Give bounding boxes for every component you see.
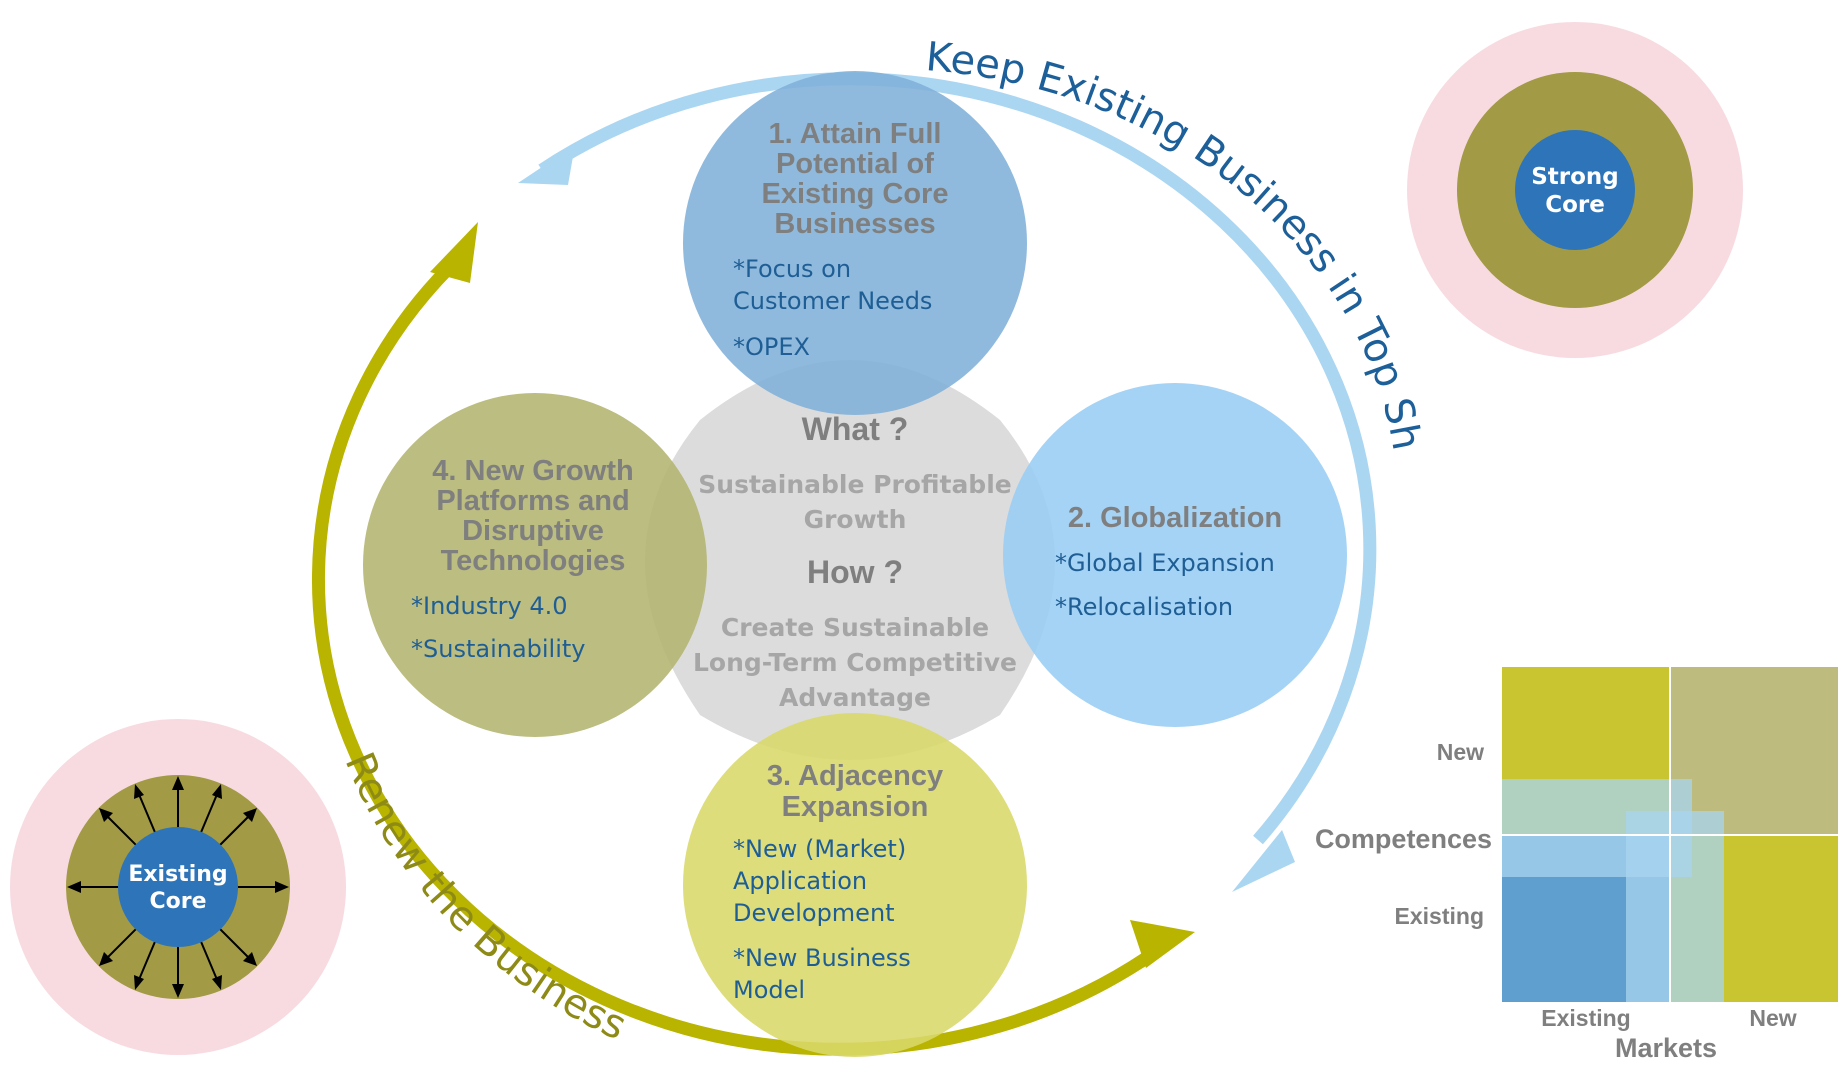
- center-text: What ? Sustainable Profitable Growth How…: [693, 411, 1017, 712]
- circle-new-growth: [363, 393, 707, 737]
- circle-core-business-text: 1. Attain Full Potential of Existing Cor…: [733, 118, 948, 361]
- circle-item: *New (Market): [733, 835, 906, 863]
- circle-title-line: 3. Adjacency: [767, 760, 943, 792]
- matrix-y-axis-label: Competences: [1315, 824, 1492, 854]
- circle-item: *New Business: [733, 944, 911, 972]
- circle-item: Development: [733, 899, 895, 927]
- circle-adjacency: [683, 713, 1027, 1057]
- matrix-cell-new-new: [1670, 667, 1838, 835]
- what-text-line: Growth: [804, 505, 907, 534]
- what-text-line: Sustainable Profitable: [698, 470, 1011, 499]
- arrow-head-top: [518, 145, 575, 185]
- keep-business-arrow: [518, 72, 1377, 892]
- circle-adjacency-text: 3. Adjacency Expansion *New (Market) App…: [733, 760, 943, 1004]
- how-text-line: Create Sustainable: [721, 613, 989, 642]
- how-text-line: Advantage: [779, 683, 931, 712]
- circle-title-line: Existing Core: [762, 178, 949, 210]
- circle-title-line: Potential of: [776, 148, 934, 180]
- matrix-y-tick-existing: Existing: [1395, 903, 1484, 929]
- circle-item: *Focus on: [733, 255, 851, 283]
- matrix-y-tick-new: New: [1437, 739, 1484, 765]
- circle-item: *OPEX: [733, 333, 810, 361]
- matrix-x-axis-label: Markets: [1615, 1033, 1717, 1063]
- circle-item: *Sustainability: [411, 635, 586, 663]
- circle-item: Customer Needs: [733, 287, 932, 315]
- circle-title-line: Expansion: [782, 791, 929, 823]
- what-heading: What ?: [802, 411, 909, 447]
- existing-core-label: Core: [149, 889, 206, 914]
- circle-item: Model: [733, 976, 805, 1004]
- existing-core-graphic: Existing Core: [10, 719, 346, 1055]
- circle-title-line: 1. Attain Full: [769, 118, 942, 150]
- strong-core-circle: [1515, 130, 1635, 250]
- arc-label-bottom: Renew the Business: [336, 746, 634, 1049]
- circle-title-line: Businesses: [774, 208, 935, 240]
- center-shape: [645, 360, 1055, 760]
- matrix-x-tick-new: New: [1749, 1005, 1796, 1031]
- how-heading: How ?: [807, 554, 903, 590]
- circle-globalization-text: 2. Globalization *Global Expansion *Relo…: [1055, 502, 1282, 621]
- overlap-band-vertical: [1626, 811, 1724, 1002]
- existing-core-label: Existing: [128, 862, 227, 887]
- circle-title-line: Technologies: [441, 545, 626, 577]
- circle-item: Application: [733, 867, 867, 895]
- renew-business-arrow: [311, 222, 1195, 1056]
- arrow-head-up: [430, 222, 478, 283]
- ansoff-matrix: New Competences Existing Existing New Ma…: [1315, 667, 1838, 1063]
- circle-title-line: 2. Globalization: [1068, 502, 1282, 534]
- circle-item: *Relocalisation: [1055, 593, 1233, 621]
- strong-core-label: Strong: [1531, 164, 1619, 190]
- circle-globalization: [1003, 383, 1347, 727]
- circle-title-line: 4. New Growth: [432, 455, 633, 487]
- circle-new-growth-text: 4. New Growth Platforms and Disruptive T…: [411, 455, 634, 663]
- strong-core-label: Core: [1545, 192, 1605, 218]
- strong-core-graphic: Strong Core: [1407, 22, 1743, 358]
- matrix-x-tick-existing: Existing: [1541, 1005, 1630, 1031]
- circle-title-line: Disruptive: [462, 515, 604, 547]
- expansion-arrow-heads: [67, 776, 289, 998]
- circle-item: *Industry 4.0: [411, 592, 568, 620]
- circle-item: *Global Expansion: [1055, 549, 1275, 577]
- how-text-line: Long-Term Competitive: [693, 648, 1017, 677]
- arrow-head-right: [1130, 920, 1195, 968]
- circle-core-business: [683, 71, 1027, 415]
- arrow-head-bottom-right: [1232, 830, 1295, 892]
- circle-title-line: Platforms and: [436, 485, 629, 517]
- existing-core-circle: [118, 827, 238, 947]
